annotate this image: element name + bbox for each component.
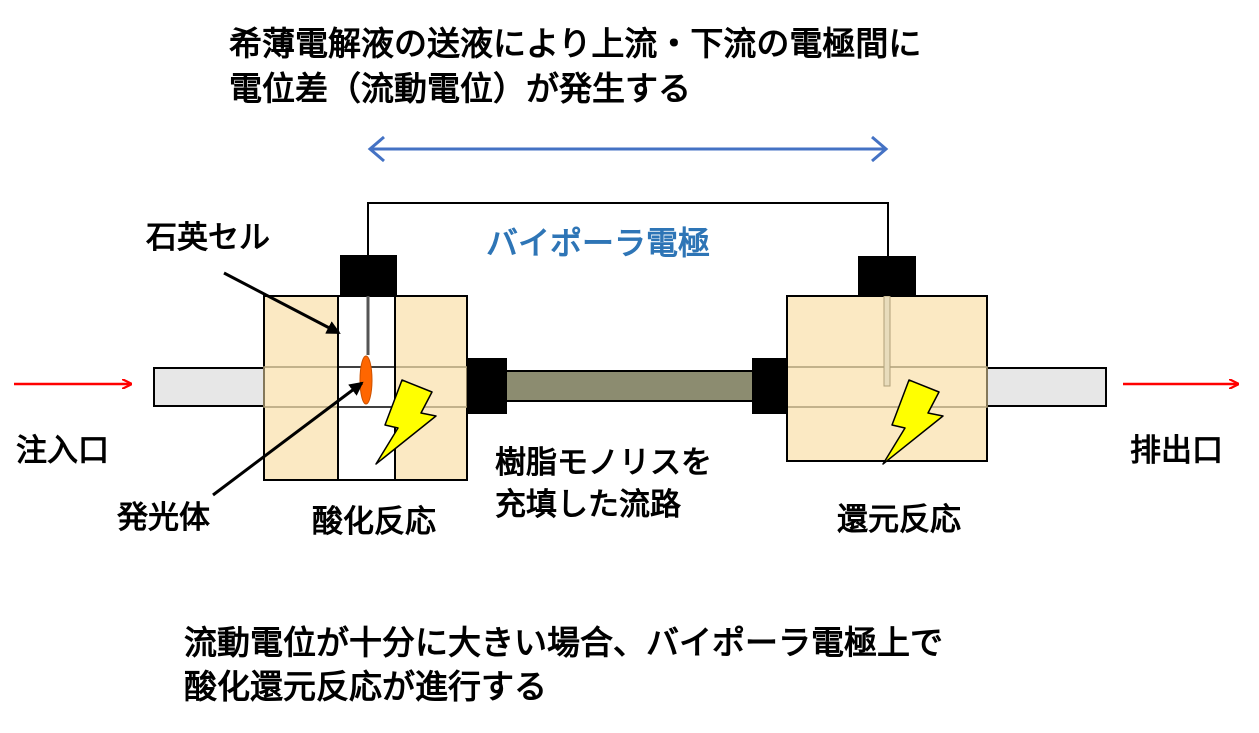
- right-fitting: [752, 358, 788, 414]
- outlet-label: 排出口: [1130, 433, 1223, 469]
- right-electrode-cap: [858, 256, 916, 296]
- oxidation-label: 酸化反応: [312, 504, 436, 540]
- potential-arrowhead-left: [367, 135, 385, 163]
- luminophore-label: 発光体: [117, 500, 210, 536]
- luminophore-pointer: [212, 381, 364, 497]
- left-fitting: [467, 358, 507, 414]
- inlet-label: 注入口: [16, 433, 109, 469]
- reduction-lightning-bolt-icon: [882, 379, 944, 465]
- oxidation-lightning-bolt-icon: [375, 379, 437, 465]
- channel-label-line1: 樹脂モノリスを: [495, 445, 712, 481]
- luminophore: [359, 355, 373, 405]
- quartz-cell-label: 石英セル: [146, 220, 270, 256]
- right-electrode-rod: [883, 295, 891, 387]
- bipolar-electrode-label: バイポーラ電極: [486, 224, 711, 262]
- top-caption-line2: 電位差（流動電位）が発生する: [229, 69, 691, 108]
- bottom-caption-line1: 流動電位が十分に大きい場合、バイポーラ電極上で: [184, 623, 943, 662]
- top-caption-line1: 希薄電解液の送液により上流・下流の電極間に: [229, 24, 922, 63]
- potential-arrowhead-right: [871, 135, 889, 163]
- bottom-caption-line2: 酸化還元反応が進行する: [184, 667, 547, 706]
- inlet-tube: [153, 367, 269, 407]
- quartz-cell-pointer: [223, 271, 341, 335]
- left-electrode-cap: [340, 255, 397, 296]
- monolith-channel: [505, 370, 754, 402]
- channel-label-line2: 充填した流路: [495, 487, 681, 523]
- outlet-tube: [982, 367, 1107, 407]
- reduction-label: 還元反応: [837, 502, 961, 538]
